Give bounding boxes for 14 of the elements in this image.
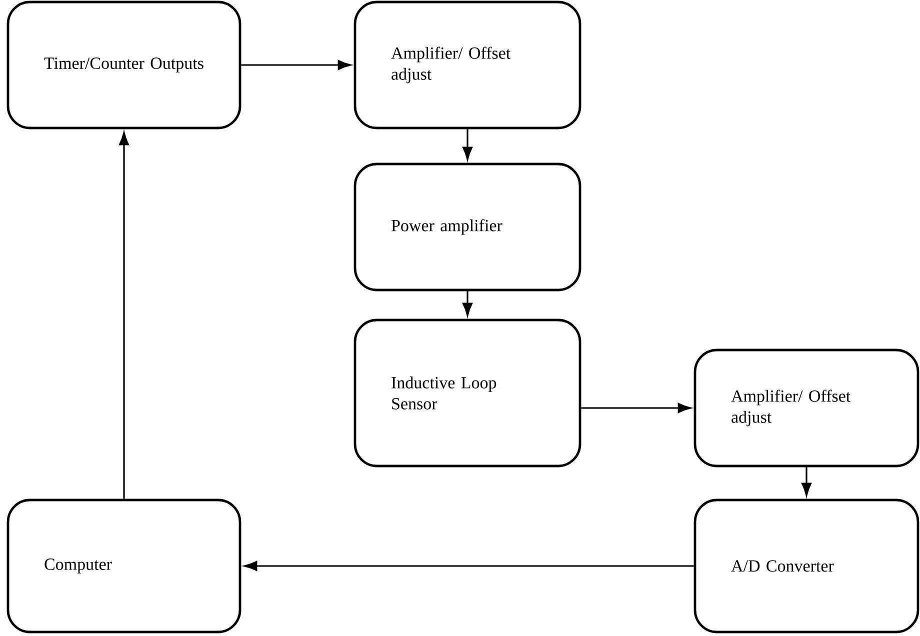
process-box: A/D Converter (694, 498, 920, 634)
arrow (241, 60, 352, 70)
process-box: Amplifier/ Offset adjust (694, 348, 920, 468)
arrow (462, 129, 472, 160)
process-box: Power amplifier (354, 162, 582, 292)
process-box: Computer (6, 498, 242, 634)
arrow (802, 467, 812, 496)
process-box: Timer/Counter Outputs (6, 0, 242, 130)
process-box: Amplifier/ Offset adjust (354, 0, 582, 130)
arrow (462, 291, 472, 316)
process-box: Inductive Loop Sensor (354, 318, 582, 468)
arrow (119, 132, 129, 499)
arrow (244, 561, 694, 571)
arrow (581, 403, 692, 413)
